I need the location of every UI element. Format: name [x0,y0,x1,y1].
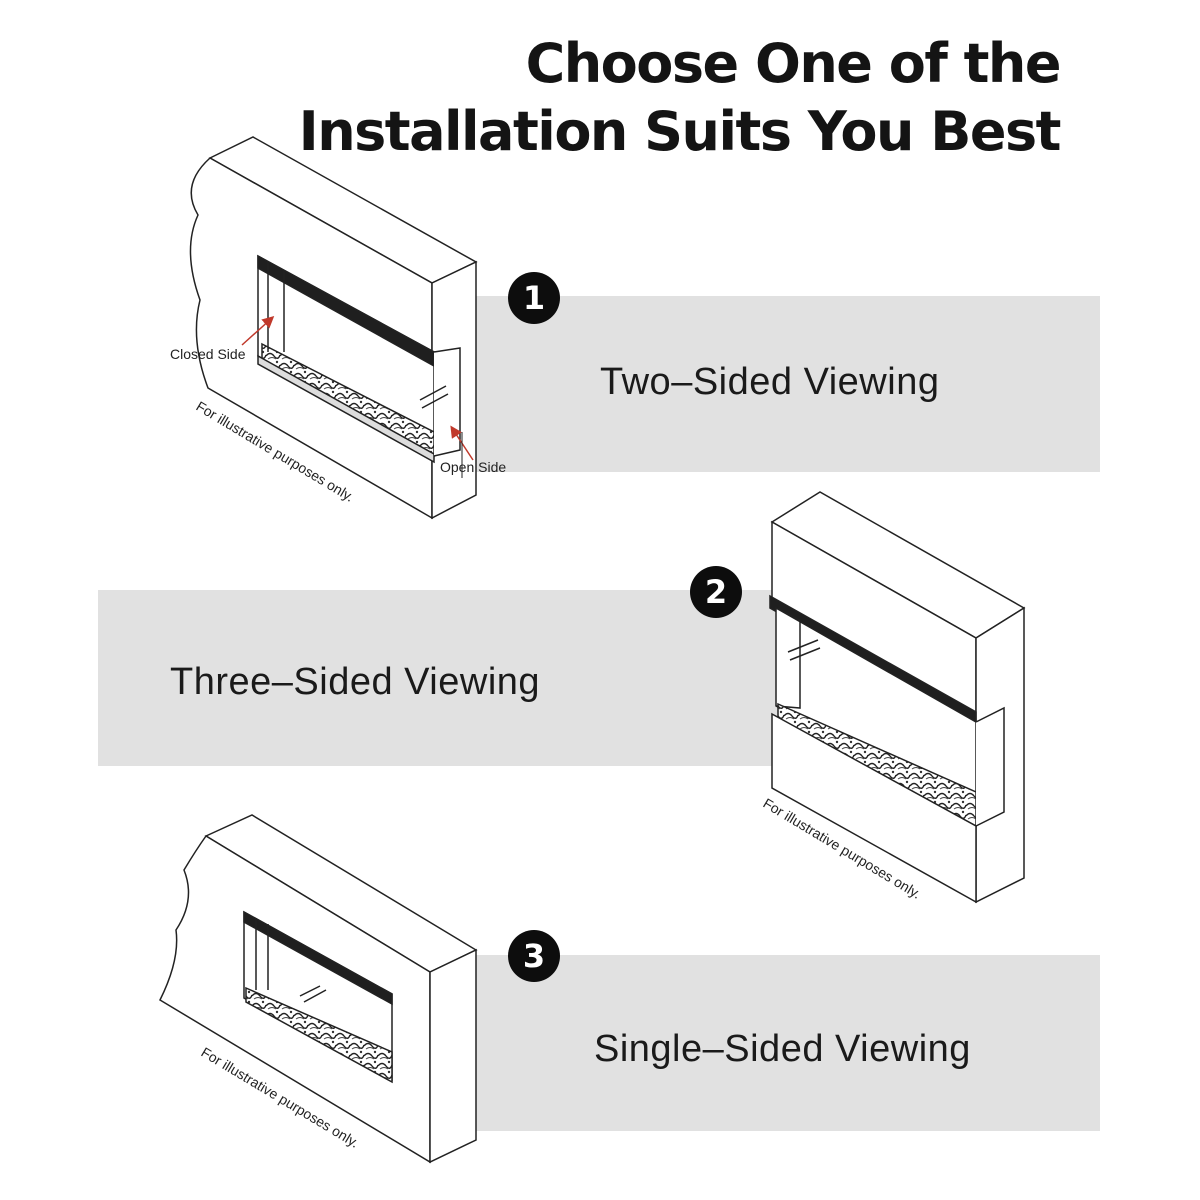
option-3-label: Single–Sided Viewing [594,1028,971,1070]
option-1-label: Two–Sided Viewing [600,361,940,403]
option-1-band [470,296,1100,472]
option-2-band [98,590,778,766]
title-line-2: Installation Suits You Best [298,100,1062,163]
option-3-band [470,955,1100,1131]
three-sided-fireplace-illustration [769,491,1026,904]
option-2-number-badge: 2 [690,566,742,618]
title-line-1: Choose One of the [525,32,1062,95]
single-sided-fireplace-illustration [159,814,478,1164]
two-sided-fireplace-illustration [189,136,478,520]
callout-arrows-1 [241,315,474,478]
open-side-label: Open Side [440,459,506,475]
option-2-label: Three–Sided Viewing [170,661,541,703]
option-1-number-badge: 1 [508,272,560,324]
closed-side-label: Closed Side [170,346,246,362]
option-3-number-badge: 3 [508,930,560,982]
